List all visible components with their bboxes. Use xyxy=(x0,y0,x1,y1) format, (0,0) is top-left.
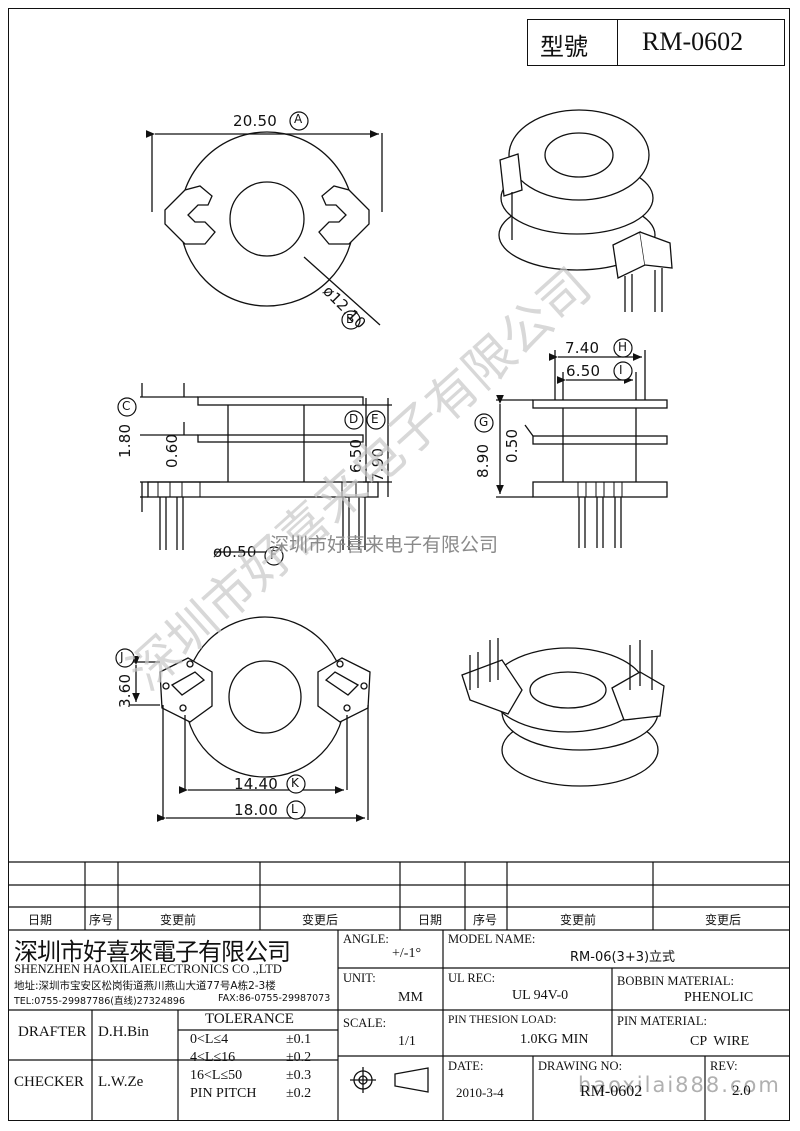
drawing-frame xyxy=(8,8,790,1121)
date-value: 2010-3-4 xyxy=(456,1085,504,1100)
drawing-no-label: DRAWING NO: xyxy=(538,1059,623,1073)
tol-value-1: ±0.1 xyxy=(286,1032,312,1047)
rev-value: 2.0 xyxy=(732,1083,751,1099)
rev-header-after-1: 变更后 xyxy=(302,913,339,927)
dim-L-letter: L xyxy=(291,802,298,816)
dim-A-value: 20.50 xyxy=(233,112,277,130)
pin-material-label: PIN MATERIAL: xyxy=(617,1014,707,1028)
tol-range-4: PIN PITCH xyxy=(190,1086,257,1101)
tol-value-2: ±0.2 xyxy=(286,1050,312,1065)
rev-header-date-2: 日期 xyxy=(418,913,443,927)
dim-C-letter: C xyxy=(122,399,131,413)
dimension-markers xyxy=(115,111,633,820)
dim-F-letter: F xyxy=(270,548,278,562)
company-name-en: SHENZHEN HAOXILAIELECTRONICS CO .,LTD xyxy=(14,962,282,976)
rev-header-before-1: 变更前 xyxy=(160,913,197,927)
tol-range-3: 16<L≤50 xyxy=(190,1068,243,1083)
tol-range-1: 0<L≤4 xyxy=(190,1032,229,1047)
rev-header-seq-2: 序号 xyxy=(473,913,498,927)
dim-G2-value: 0.50 xyxy=(503,428,521,463)
dim-H-value: 7.40 xyxy=(565,339,600,357)
dim-J-letter: J xyxy=(120,650,124,664)
bottom-view xyxy=(130,616,371,822)
watermark-url: haoxilai888.com xyxy=(578,1073,781,1097)
dim-B-letter: B xyxy=(346,312,355,326)
company-fax: FAX:86-0755-29987073 xyxy=(218,993,331,1004)
checker-label: CHECKER xyxy=(14,1074,85,1090)
model-name-label: MODEL NAME: xyxy=(448,932,536,946)
dim-E-letter: E xyxy=(371,412,379,426)
iso-view-bottom xyxy=(461,638,665,787)
front-view xyxy=(140,383,392,553)
unit-value: MM xyxy=(398,990,423,1005)
tolerance-label: TOLERANCE xyxy=(205,1011,294,1027)
side-view xyxy=(496,350,668,548)
dim-C2-value: 0.60 xyxy=(163,433,181,468)
checker-value: L.W.Ze xyxy=(98,1074,144,1090)
drafter-label: DRAFTER xyxy=(18,1024,87,1040)
dim-K-letter: K xyxy=(291,776,300,790)
scale-label: SCALE: xyxy=(343,1016,387,1030)
title-block-lines xyxy=(8,861,790,1121)
rev-label: REV: xyxy=(710,1059,738,1073)
pin-load-label: PIN THESION LOAD: xyxy=(448,1014,557,1026)
model-name-value: RM-06(3+3)立式 xyxy=(570,950,676,965)
drawing-no-value: RM-0602 xyxy=(580,1083,643,1100)
top-view xyxy=(145,130,383,326)
company-address: 地址:深圳市宝安区松岗街道燕川燕山大道77号A栋2-3楼 xyxy=(14,980,276,992)
pin-material-value: CP WIRE xyxy=(690,1034,750,1049)
dim-C-value: 1.80 xyxy=(116,423,134,458)
dim-D-letter: D xyxy=(349,412,359,426)
dim-J-value: 3.60 xyxy=(116,673,134,708)
header-divider xyxy=(617,19,619,66)
dim-K-value: 14.40 xyxy=(234,775,278,793)
rev-header-after-2: 变更后 xyxy=(705,913,742,927)
ul-rec-value: UL 94V-0 xyxy=(512,988,569,1003)
angle-value: +/-1° xyxy=(392,946,422,961)
model-header xyxy=(527,19,785,66)
dim-G-letter: G xyxy=(479,415,489,429)
date-label: DATE: xyxy=(448,1059,484,1073)
dim-I-letter: I xyxy=(619,363,623,377)
drafter-value: D.H.Bin xyxy=(98,1024,149,1040)
bobbin-material-value: PHENOLIC xyxy=(684,990,754,1005)
watermark-center: 深圳市好喜来电子有限公司 xyxy=(270,534,499,556)
rev-header-date-1: 日期 xyxy=(28,913,53,927)
rev-header-seq-1: 序号 xyxy=(89,913,114,927)
tol-value-4: ±0.2 xyxy=(286,1086,312,1101)
dim-F-value: ø0.50 xyxy=(213,543,257,561)
company-tel: TEL:0755-29987786(直线)27324896 xyxy=(14,996,186,1007)
dim-I-value: 6.50 xyxy=(566,362,601,380)
dim-A-letter: A xyxy=(294,112,303,126)
dim-H-letter: H xyxy=(618,340,628,354)
tol-value-3: ±0.3 xyxy=(286,1068,312,1083)
dim-L-value: 18.00 xyxy=(234,801,278,819)
model-label: 型號 xyxy=(540,33,588,61)
company-name-cn: 深圳市好喜來電子有限公司 xyxy=(14,938,291,966)
pin-load-value: 1.0KG MIN xyxy=(520,1032,589,1047)
model-number: RM-0602 xyxy=(642,27,744,56)
projection-symbol xyxy=(350,1067,429,1093)
rev-header-before-2: 变更前 xyxy=(560,913,597,927)
dim-G-value: 8.90 xyxy=(474,443,492,478)
bobbin-material-label: BOBBIN MATERIAL: xyxy=(617,974,735,988)
tol-range-2: 4<L≤16 xyxy=(190,1050,236,1065)
angle-label: ANGLE: xyxy=(343,932,389,946)
ul-rec-label: UL REC: xyxy=(448,971,496,985)
unit-label: UNIT: xyxy=(343,971,376,985)
scale-value: 1/1 xyxy=(398,1034,416,1049)
iso-view-top xyxy=(498,109,673,312)
